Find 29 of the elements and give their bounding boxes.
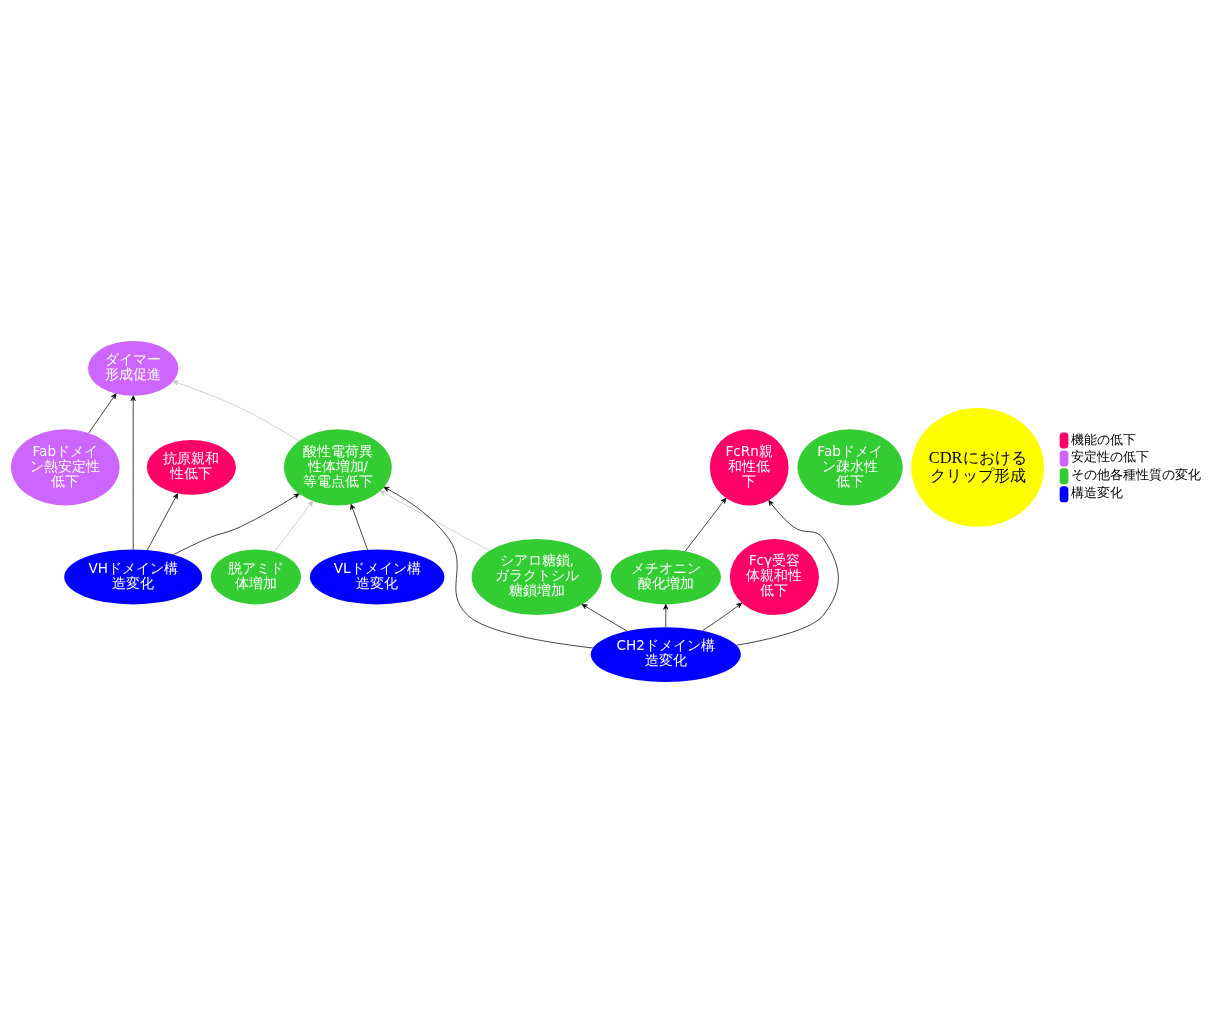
node-ellipse: Fcγ受容体親和性低下	[729, 538, 819, 616]
node-ellipse: CDRにおけるクリップ形成	[911, 407, 1045, 527]
arrow	[736, 500, 839, 646]
arrow	[130, 395, 136, 550]
arrow	[663, 604, 669, 628]
node-ellipse: 脱アミド体増加	[210, 549, 302, 605]
node-ellipse: メチオニン酸化増加	[610, 549, 721, 605]
node-ellipse: 抗原親和性低下	[146, 439, 236, 495]
arrow	[379, 490, 490, 552]
arrow	[702, 602, 743, 631]
node-ellipse: Fabドメイン疎水性低下	[797, 429, 903, 506]
arrow	[147, 493, 178, 551]
arrow	[350, 503, 368, 551]
arrow	[172, 380, 300, 442]
arrow	[173, 493, 300, 556]
legend-label: 構造変化	[1071, 485, 1124, 501]
arrow	[274, 500, 314, 553]
legend-label: その他各種性質の変化	[1071, 467, 1202, 483]
node-ellipse: VLドメイン構造変化	[309, 549, 445, 605]
arrow	[581, 604, 628, 632]
legend-label: 安定性の低下	[1071, 449, 1150, 465]
legend-label: 機能の低下	[1071, 431, 1137, 447]
arrow	[684, 497, 727, 552]
node-ellipse: VHドメイン構造変化	[64, 549, 203, 605]
node-ellipse: シアロ糖鎖,ガラクトシル糖鎖増加	[471, 538, 602, 616]
arrow	[383, 486, 594, 649]
node-ellipse: Fabドメイン熱安定性低下	[11, 429, 120, 506]
node-ellipse: CH2ドメイン構造変化	[590, 627, 741, 683]
arrow	[88, 393, 117, 434]
